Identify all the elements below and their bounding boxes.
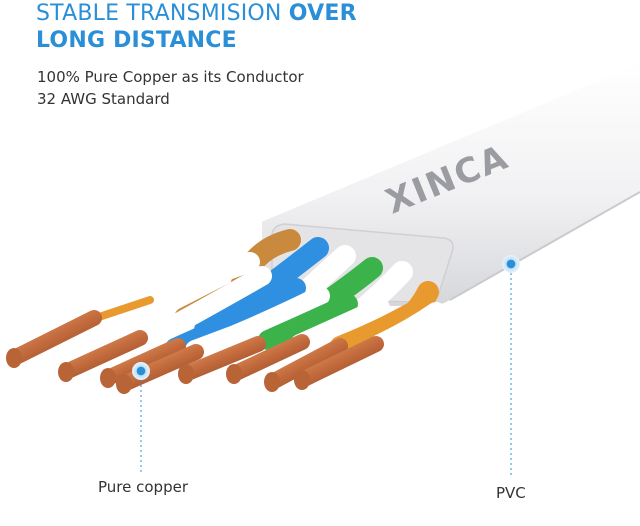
headline-bold: OVER bbox=[288, 1, 357, 26]
pvc-label: PVC bbox=[496, 484, 526, 502]
pvc-callout bbox=[502, 255, 520, 478]
pvc-callout-dot bbox=[502, 255, 520, 273]
front-wires bbox=[80, 252, 446, 360]
subtext: 100% Pure Copper as its Conductor 32 AWG… bbox=[37, 66, 304, 110]
subtext-standard: 32 AWG Standard bbox=[37, 90, 170, 108]
headline: STABLE TRANSMISION OVER LONG DISTANCE bbox=[36, 0, 357, 54]
headline-line-2: LONG DISTANCE bbox=[36, 28, 237, 53]
headline-regular: STABLE TRANSMISION bbox=[36, 1, 289, 26]
headline-line-1: STABLE TRANSMISION OVER bbox=[36, 0, 357, 27]
subtext-conductor: 100% Pure Copper as its Conductor bbox=[37, 68, 304, 86]
copper-callout-dot bbox=[132, 362, 150, 380]
copper-callout bbox=[132, 362, 150, 474]
conductor-ends bbox=[6, 348, 310, 394]
copper-conductors bbox=[10, 310, 384, 390]
copper-label: Pure copper bbox=[98, 478, 188, 496]
